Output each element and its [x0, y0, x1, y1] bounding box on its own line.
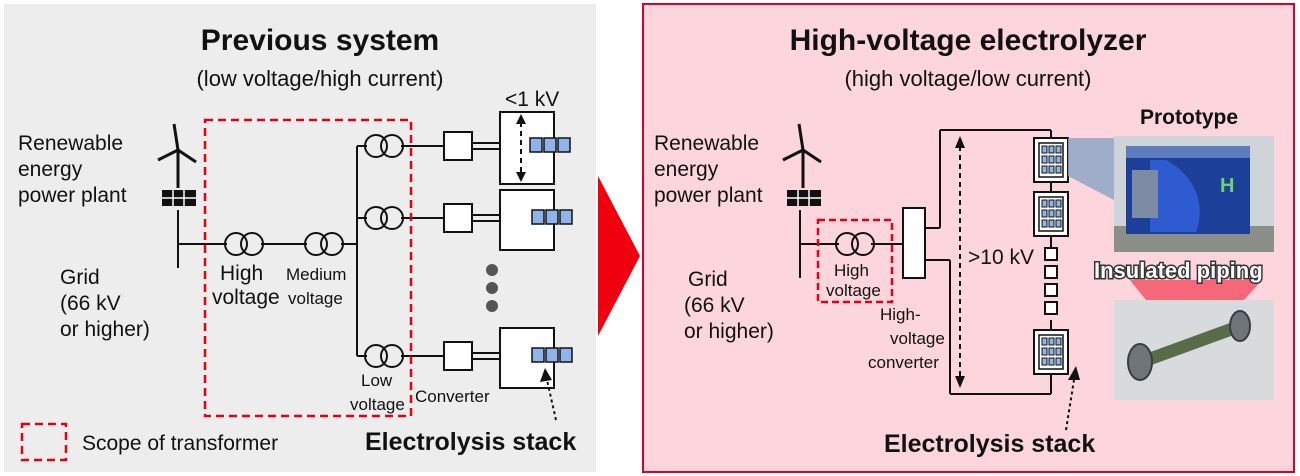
left-kv-label: <1 kV [505, 88, 559, 111]
ellipsis-dot-2 [486, 282, 498, 294]
right-high-voltage-label-2: voltage [826, 281, 881, 300]
stack-pointer-arrowhead-right [1068, 366, 1080, 380]
left-stack-label: Electrolysis stack [365, 428, 576, 456]
right-source-label-2: energy [654, 158, 719, 181]
hv-stack-2 [1033, 191, 1069, 237]
transformer-scope-box [203, 118, 413, 418]
right-high-voltage-label-1: High [834, 261, 869, 280]
hv-converter-label-3: converter [868, 353, 939, 372]
prototype-callout [1068, 138, 1114, 200]
hv-module-small-2 [1044, 265, 1058, 279]
right-kv-label: >10 kV [968, 246, 1034, 269]
ellipsis-dot-1 [486, 264, 498, 276]
legend-scope-label: Scope of transformer [82, 432, 278, 455]
stack-pointer-arrowhead-left [540, 368, 552, 382]
hv-converter-label-1: High- [880, 305, 921, 324]
left-subtitle: (low voltage/high current) [196, 66, 443, 91]
right-grid-label-3: or higher) [684, 320, 774, 343]
low-voltage-label-1: Low [361, 371, 393, 390]
stack-cells-3 [531, 347, 573, 363]
right-stack-label: Electrolysis stack [884, 430, 1095, 458]
stack-cells-1 [529, 137, 571, 153]
right-subtitle: (high voltage/low current) [844, 66, 1091, 91]
right-source-label-3: power plant [654, 184, 763, 207]
left-source-label-3: power plant [18, 184, 127, 207]
left-panel-background [4, 4, 596, 472]
kv-arrowhead-up-right [955, 136, 965, 148]
left-panel: Previous system (low voltage/high curren… [4, 4, 596, 472]
prototype-photo: H [1114, 136, 1274, 252]
right-wiring [799, 129, 1052, 395]
kv-arrowhead-up [516, 114, 526, 124]
low-voltage-label-2: voltage [350, 395, 405, 414]
medium-voltage-label-2: voltage [288, 289, 343, 308]
left-source-label-1: Renewable [18, 132, 123, 155]
high-voltage-label-2: voltage [212, 286, 280, 309]
stack-pointer-left [546, 379, 557, 421]
insulated-piping-label: Insulated piping [1094, 258, 1263, 283]
piping-callout [1130, 280, 1262, 300]
right-panel: High-voltage electrolyzer (high voltage/… [642, 3, 1295, 473]
hv-stack-1 [1033, 137, 1069, 183]
left-grid-label-1: Grid [60, 266, 100, 289]
piping-photo [1114, 300, 1274, 400]
hv-module-small-1 [1044, 247, 1058, 261]
stack-cells-2 [531, 209, 573, 225]
left-source-label-2: energy [18, 158, 83, 181]
hv-converter-label-2: voltage [890, 329, 945, 348]
right-grid-label-1: Grid [688, 268, 728, 291]
ellipsis-dot-3 [486, 300, 498, 312]
right-grid-label-2: (66 kV [684, 294, 745, 317]
kv-arrowhead-down-right [955, 376, 965, 388]
electrolysis-stack-unit-2 [499, 189, 555, 251]
transition-arrow [598, 176, 640, 336]
converter-box-3 [443, 341, 473, 371]
hv-module-small-3 [1044, 283, 1058, 297]
medium-voltage-label-1: Medium [286, 265, 346, 284]
kv-arrowhead-down [516, 172, 526, 182]
electrolysis-stack-unit-1 [499, 111, 555, 185]
left-wiring [177, 142, 500, 360]
stack-pointer-right [1065, 379, 1075, 431]
converter-box-2 [443, 203, 473, 233]
left-title: Previous system [201, 24, 439, 57]
prototype-label: Prototype [1140, 106, 1238, 129]
right-source-label-1: Renewable [654, 132, 759, 155]
prototype-logo: H [1220, 175, 1234, 197]
right-transformer-scope-box [816, 218, 894, 304]
high-voltage-label-1: High [220, 262, 263, 285]
right-title: High-voltage electrolyzer [790, 24, 1147, 57]
converter-box-1 [443, 131, 473, 161]
hv-stack-3 [1033, 329, 1069, 375]
hv-module-small-4 [1044, 301, 1058, 315]
hv-converter-box [902, 207, 926, 279]
converter-label: Converter [415, 387, 490, 406]
left-grid-label-3: or higher) [60, 318, 150, 341]
left-grid-label-2: (66 kV [60, 292, 121, 315]
